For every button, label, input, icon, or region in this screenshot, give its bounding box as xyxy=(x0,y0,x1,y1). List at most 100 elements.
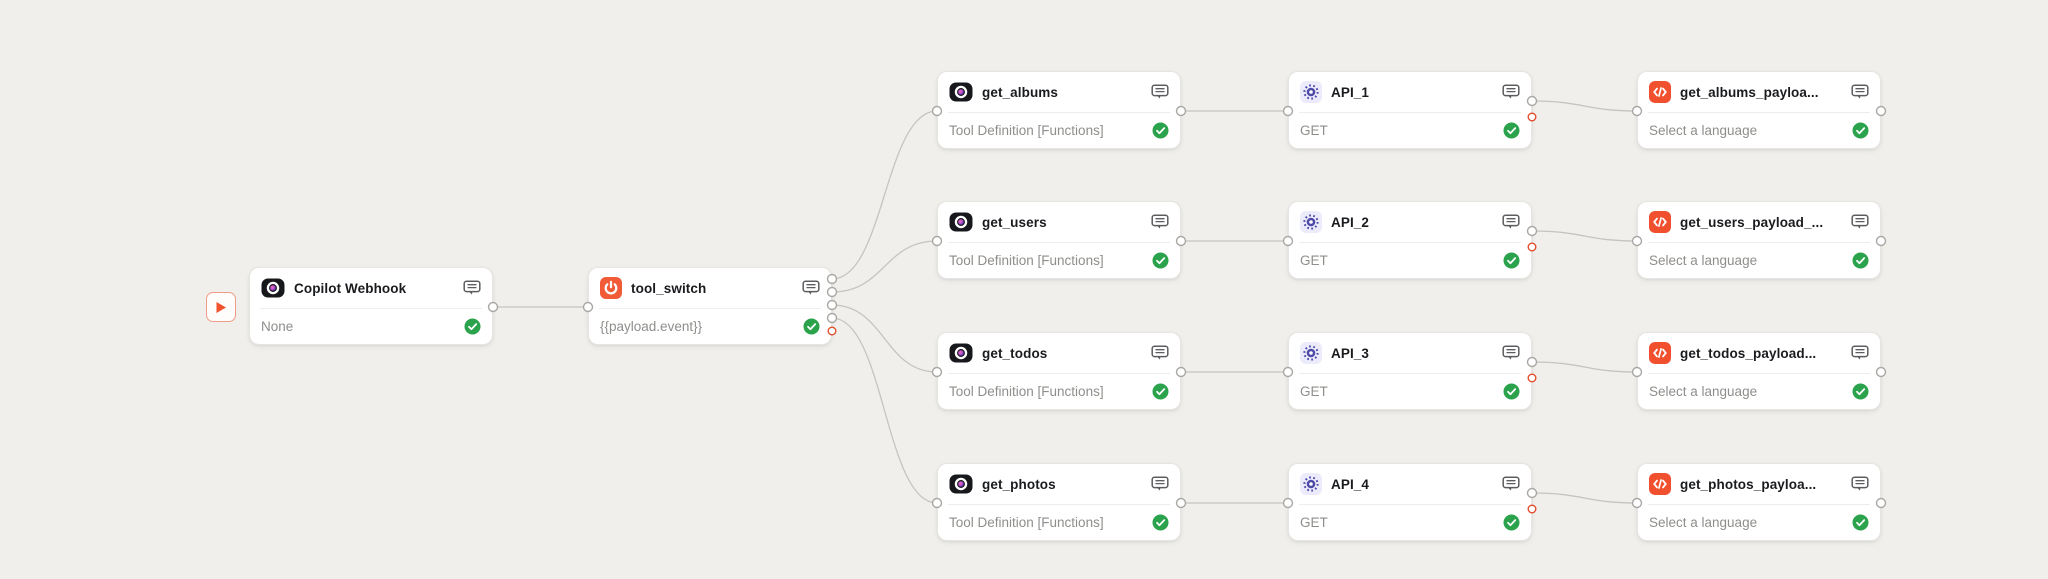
check-circle-icon xyxy=(1152,122,1169,139)
node-body: Select a language xyxy=(1638,112,1880,149)
node-get-albums[interactable]: get_albums Tool Definition [Functions] xyxy=(937,71,1181,149)
comment-icon[interactable] xyxy=(463,280,481,296)
node-get-todos-payload[interactable]: get_todos_payload... Select a language xyxy=(1637,332,1881,410)
code-icon xyxy=(1649,473,1671,495)
node-api-1[interactable]: API_1 GET xyxy=(1288,71,1532,149)
webhook-icon xyxy=(261,278,285,298)
node-header: tool_switch xyxy=(589,268,831,309)
node-get-photos[interactable]: get_photos Tool Definition [Functions] xyxy=(937,463,1181,541)
connection-edge xyxy=(831,304,938,373)
node-get-albums-payload[interactable]: get_albums_payloa... Select a language xyxy=(1637,71,1881,149)
node-title: get_users_payload_... xyxy=(1680,214,1824,230)
node-subtitle: Select a language xyxy=(1649,253,1758,268)
node-title: tool_switch xyxy=(631,280,707,296)
node-title: get_albums xyxy=(982,84,1059,100)
connection-edge xyxy=(831,240,938,293)
node-body: GET xyxy=(1289,373,1531,410)
comment-icon[interactable] xyxy=(1502,476,1520,492)
comment-icon[interactable] xyxy=(1502,84,1520,100)
node-get-users-payload[interactable]: get_users_payload_... Select a language xyxy=(1637,201,1881,279)
code-icon xyxy=(1649,342,1671,364)
comment-icon[interactable] xyxy=(1151,476,1169,492)
node-api-2[interactable]: API_2 GET xyxy=(1288,201,1532,279)
node-title: API_3 xyxy=(1331,345,1370,361)
code-icon xyxy=(1649,81,1671,103)
node-title: API_4 xyxy=(1331,476,1370,492)
node-get-users[interactable]: get_users Tool Definition [Functions] xyxy=(937,201,1181,279)
node-subtitle: GET xyxy=(1300,515,1328,530)
node-tool-switch[interactable]: tool_switch {{payload.event}} xyxy=(588,267,832,345)
node-header: get_albums_payloa... xyxy=(1638,72,1880,113)
node-subtitle: GET xyxy=(1300,253,1328,268)
check-circle-icon xyxy=(1503,383,1520,400)
webhook-icon xyxy=(949,343,973,363)
check-circle-icon xyxy=(803,318,820,335)
comment-icon[interactable] xyxy=(802,280,820,296)
node-get-todos[interactable]: get_todos Tool Definition [Functions] xyxy=(937,332,1181,410)
node-title: get_todos_payload... xyxy=(1680,345,1817,361)
node-body: Tool Definition [Functions] xyxy=(938,112,1180,149)
node-header: API_2 xyxy=(1289,202,1531,243)
node-subtitle: Tool Definition [Functions] xyxy=(949,515,1104,530)
node-header: Copilot Webhook xyxy=(250,268,492,309)
node-api-3[interactable]: API_3 GET xyxy=(1288,332,1532,410)
node-subtitle: Select a language xyxy=(1649,515,1758,530)
node-copilot-webhook[interactable]: Copilot Webhook None xyxy=(249,267,493,345)
comment-icon[interactable] xyxy=(1151,345,1169,361)
gear-icon xyxy=(1300,342,1322,364)
node-subtitle: Tool Definition [Functions] xyxy=(949,253,1104,268)
connection-edge xyxy=(831,110,938,280)
node-body: Tool Definition [Functions] xyxy=(938,373,1180,410)
check-circle-icon xyxy=(1852,514,1869,531)
check-circle-icon xyxy=(1152,514,1169,531)
play-icon xyxy=(215,301,227,314)
comment-icon[interactable] xyxy=(1151,84,1169,100)
check-circle-icon xyxy=(464,318,481,335)
comment-icon[interactable] xyxy=(1502,345,1520,361)
node-body: Select a language xyxy=(1638,242,1880,279)
comment-icon[interactable] xyxy=(1851,345,1869,361)
node-title: get_albums_payloa... xyxy=(1680,84,1819,100)
node-subtitle: {{payload.event}} xyxy=(600,319,703,334)
check-circle-icon xyxy=(1852,383,1869,400)
node-header: API_3 xyxy=(1289,333,1531,374)
connection-edge xyxy=(1531,492,1638,504)
connection-edge xyxy=(1531,361,1638,373)
check-circle-icon xyxy=(1152,252,1169,269)
comment-icon[interactable] xyxy=(1851,84,1869,100)
check-circle-icon xyxy=(1852,252,1869,269)
webhook-icon xyxy=(949,82,973,102)
comment-icon[interactable] xyxy=(1851,214,1869,230)
node-body: GET xyxy=(1289,112,1531,149)
check-circle-icon xyxy=(1503,122,1520,139)
run-trigger-button[interactable] xyxy=(206,292,236,322)
code-icon xyxy=(1649,211,1671,233)
gear-icon xyxy=(1300,211,1322,233)
node-header: API_4 xyxy=(1289,464,1531,505)
node-body: GET xyxy=(1289,504,1531,541)
connection-edge xyxy=(1531,230,1638,242)
node-title: get_photos xyxy=(982,476,1056,492)
node-subtitle: None xyxy=(261,319,294,334)
node-body: {{payload.event}} xyxy=(589,308,831,345)
node-get-photos-payload[interactable]: get_photos_payloa... Select a language xyxy=(1637,463,1881,541)
check-circle-icon xyxy=(1852,122,1869,139)
node-subtitle: Tool Definition [Functions] xyxy=(949,384,1104,399)
check-circle-icon xyxy=(1503,252,1520,269)
check-circle-icon xyxy=(1503,514,1520,531)
comment-icon[interactable] xyxy=(1502,214,1520,230)
node-title: get_todos xyxy=(982,345,1048,361)
connection-edge xyxy=(1531,100,1638,112)
node-title: get_users xyxy=(982,214,1047,230)
comment-icon[interactable] xyxy=(1851,476,1869,492)
gear-icon xyxy=(1300,81,1322,103)
node-subtitle: GET xyxy=(1300,123,1328,138)
node-header: get_photos_payloa... xyxy=(1638,464,1880,505)
node-header: API_1 xyxy=(1289,72,1531,113)
node-api-4[interactable]: API_4 GET xyxy=(1288,463,1532,541)
comment-icon[interactable] xyxy=(1151,214,1169,230)
webhook-icon xyxy=(949,212,973,232)
node-subtitle: Select a language xyxy=(1649,123,1758,138)
node-header: get_todos_payload... xyxy=(1638,333,1880,374)
